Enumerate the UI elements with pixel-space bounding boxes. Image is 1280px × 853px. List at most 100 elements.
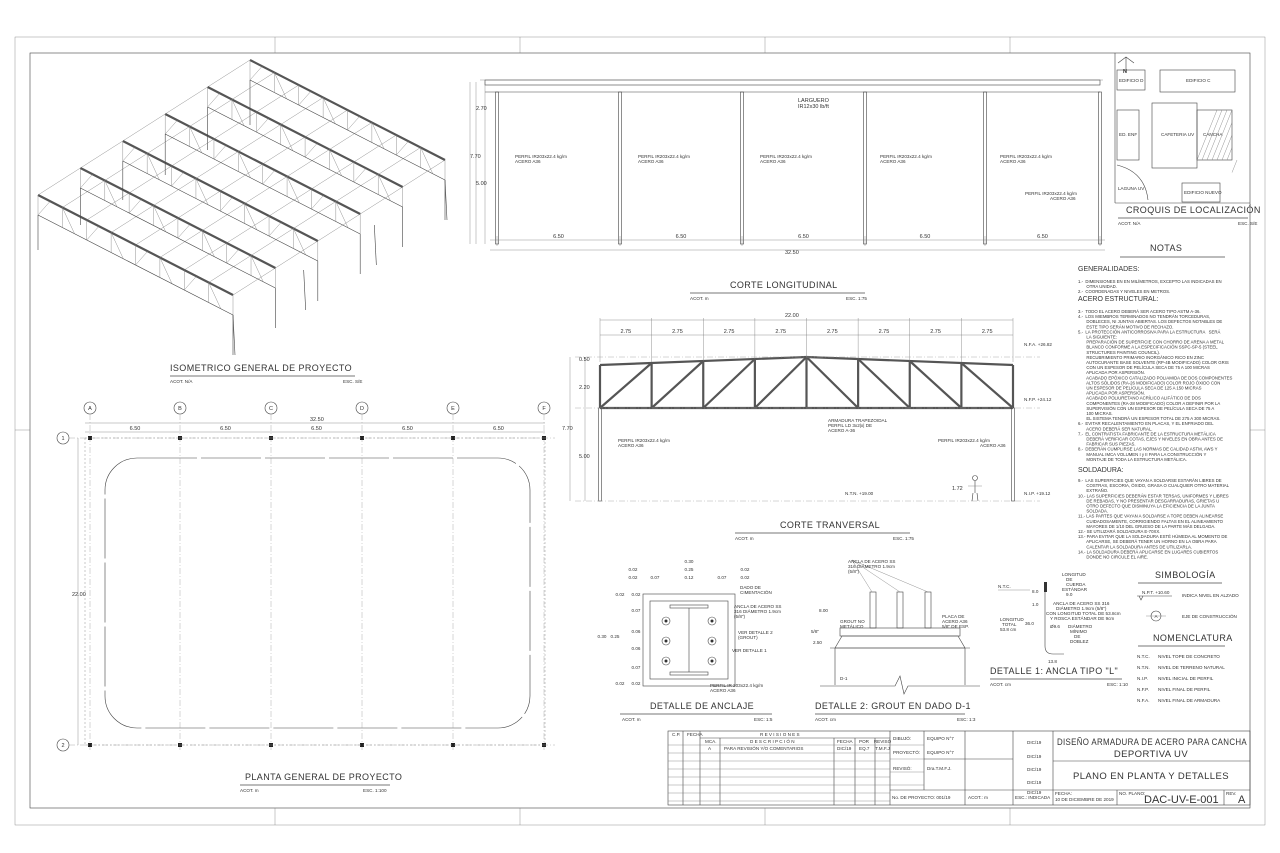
note-line: COMPONENTES (RA-28 MODIFICADO) COLOR A D… (1078, 401, 1220, 406)
person-scale-figure (972, 475, 978, 481)
span-dimension: 2.75 (930, 329, 941, 335)
label: PERFIL IR203x22.4 kg/m (618, 438, 670, 443)
nomenclature-code: N.F.P. (1137, 687, 1149, 692)
span-dimension: 2.75 (775, 329, 786, 335)
label: DIC/19 (1027, 780, 1042, 785)
label: ACERO A36 (980, 443, 1006, 448)
dimension: 0.12 (685, 575, 694, 580)
perfil-label: PERFIL IR203x22.4 kg/m (880, 154, 932, 159)
label: C.P. (672, 732, 680, 737)
note-line: ACABADO POLIURETANO ACRÍLICO ALIFÁTICO D… (1078, 396, 1201, 401)
note-line: FABRICAR SUS PIEZAS. (1078, 442, 1136, 447)
column-marker (451, 436, 455, 440)
label: Y ROSCA ESTÁNDAR DE 9cm (1050, 615, 1114, 621)
note-line: ACABADO EPÓXICO CATALIZADO POLIAMIDA DE … (1078, 375, 1232, 380)
label: PERFIL IR203x22.4 kg/m (938, 438, 990, 443)
simbologia-title: SIMBOLOGÍA (1155, 570, 1216, 580)
label: VER DETALLE 2 (738, 630, 773, 635)
note-line: 5.- LA PROTECCIÓN ANTICORROSIVA PARA LA … (1078, 329, 1221, 334)
note-line: PREPARACIÓN DE SUPERFICIE CON CHORRO DE … (1078, 340, 1225, 345)
note-line: SUPERVISIÓN CON UN ESPESOR DE PELÍCULA S… (1078, 406, 1214, 411)
label: DIC/19 (1027, 754, 1042, 759)
label: IR12x30 lb/ft (798, 104, 829, 110)
span-dimension: 2.75 (672, 329, 683, 335)
inner-border (29, 52, 1251, 809)
label: (5/8") (848, 569, 860, 574)
label: 5/8" (811, 629, 819, 634)
nomenclature-desc: NIVEL DE TERRENO NATURAL (1158, 665, 1225, 670)
label: (5/8") (734, 614, 746, 619)
span-dimension: 6.50 (920, 234, 931, 240)
note-line: MONTAJE DE TODA LA ESTRUCTURA METÁLICA. (1078, 457, 1187, 462)
label: 1.0 (1032, 602, 1039, 607)
corte-longitudinal-title: CORTE LONGITUDINAL (730, 280, 838, 290)
label: PROYECTÓ: (893, 749, 920, 755)
note-line: 11.- LAS PARTES QUE VAYAN A SOLDARSE A T… (1078, 514, 1223, 519)
dimension: 0.02 (616, 681, 625, 686)
nomenclatura-title: NOMENCLATURA (1153, 633, 1233, 643)
axis-label: A (88, 406, 92, 412)
note-line: RECUBRIMIENTO PRIMARIO INORGÁNICO RICO E… (1078, 355, 1204, 360)
label: REVISÓ: (893, 765, 912, 771)
note-line: 3.- TODO EL ACERO DEBERÁ SER ACERO TIPO … (1078, 309, 1201, 314)
axis-label: E (451, 406, 455, 412)
label: D-1 (840, 676, 848, 681)
dimension: 0.06 (632, 646, 641, 651)
perfil-label: ACERO A36 (638, 159, 664, 164)
label: PLACA DE (942, 614, 964, 619)
note-line: 12.- SE UTILIZARÁ SOLDADURA E-70XX. (1078, 529, 1160, 534)
label: ESC.: INDICADA (1015, 795, 1051, 800)
perfil-label: ACERO A36 (760, 159, 786, 164)
label: 36.0 (1025, 621, 1034, 626)
dimension: 0.25 (611, 634, 620, 639)
note-line: LA SIGUIENTE: (1078, 335, 1117, 340)
nomenclature-desc: NIVEL TOPE DE CONCRETO (1158, 654, 1220, 659)
croquis-title: CROQUIS DE LOCALIZACIÓN (1126, 205, 1261, 215)
dimension: 0.07 (632, 608, 641, 613)
dimension: 0.06 (632, 629, 641, 634)
note-line: DEBERÁ VERIFICAR COTAS, EJES Y NIVELES E… (1078, 437, 1223, 442)
label: POR (859, 739, 870, 744)
notes-heading: GENERALIDADES: (1078, 266, 1140, 273)
label: CAFETERIA UV (1161, 132, 1195, 137)
label: N.T.C. (998, 584, 1011, 589)
label: N.F.P. +24.12 (1024, 397, 1052, 402)
label: PERFIL IR 203x22.4 kg/m (710, 683, 763, 688)
label: No. DE PROYECTO: 001/19 (892, 795, 951, 800)
label: ANCLA DE ACERO SS (734, 604, 782, 609)
label: Dra.T.M.F.J. (927, 766, 952, 771)
note-line: ACERO DEBERÁ SER NATURAL. (1078, 426, 1152, 431)
label: D E S C R I P C I Ó N (750, 738, 795, 744)
label: N (1123, 69, 1127, 75)
column-marker (451, 743, 455, 747)
nomenclature-code: N.I.P. (1137, 676, 1148, 681)
note-line: CALENTAR LA SOLDADURA ANTES DE UTILIZARL… (1078, 544, 1192, 549)
label: ESC. S/E (1238, 221, 1257, 226)
label: ESTÁNDAR (1062, 586, 1088, 592)
label: ACERO A36 (618, 443, 644, 448)
isometric-view (37, 59, 448, 356)
span-dimension: 6.50 (402, 426, 413, 432)
axis-label: C (269, 406, 273, 412)
label: NO. PLANO: (1119, 791, 1145, 796)
perfil-label: PERFIL IR203x22.4 kg/m (1025, 191, 1077, 196)
label: N.T.N. +19.00 (845, 491, 874, 496)
note-line: MANUAL IMCA VOLUMEN I y II PARA LA CONST… (1078, 452, 1207, 457)
label: EQUIPO N°7 (927, 750, 954, 755)
nomenclature-desc: NIVEL FINAL DE PERFIL (1158, 687, 1211, 692)
note-line: 14.- LA SOLDADURA DEBERÁ APLICARSE EN LU… (1078, 549, 1218, 554)
dimension: 0.02 (741, 575, 750, 580)
label: ACOT. m (622, 717, 641, 722)
dimension: 0.07 (632, 665, 641, 670)
note-line: ALTOS SÓLIDOS (RA-26 MODIFICADO) COLOR R… (1078, 380, 1220, 385)
label: CIMENTACIÓN (740, 589, 772, 595)
note-line: 10.- LAS SUPERFICIES DEBERÁN ESTAR TERSA… (1078, 493, 1229, 498)
label: LONGITUD (1000, 617, 1024, 622)
label: 1.72 (952, 486, 963, 492)
label: 316 DIÁMETRO 1.9cm (734, 608, 781, 614)
note-line: ESTE TIPO SERÁN MOTIVO DE RECHAZO. (1078, 324, 1173, 329)
label: R E V I S I O N E S (760, 732, 800, 737)
note-line: MAYORES DE 1/10 DEL GRUESO DE LA PARTE M… (1078, 524, 1215, 529)
